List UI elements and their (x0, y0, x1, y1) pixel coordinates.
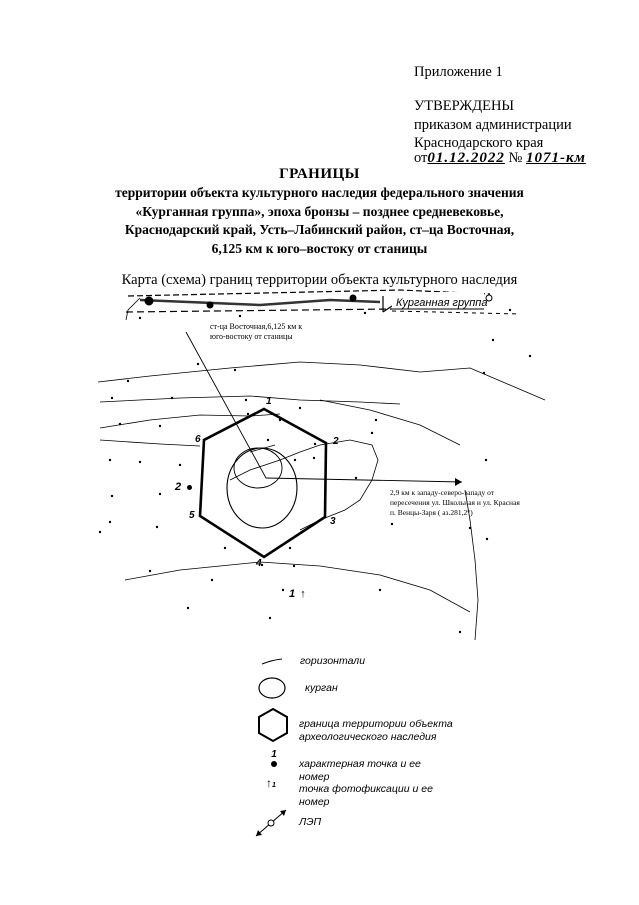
subtitle-line: территории объекта культурного наследия … (115, 185, 524, 200)
kurgan-icon (258, 677, 286, 699)
power-line-arrow-icon (280, 810, 286, 816)
point-label-5: 5 (189, 510, 195, 521)
legend-char-point-symbol: 1 (267, 749, 281, 767)
legend-boundary-line: граница территории объекта (299, 718, 453, 730)
legend-photo-point-symbol: ↑1 (266, 777, 276, 792)
legend-photo-point-line: точка фотофиксации и ее (299, 783, 433, 795)
group-band (125, 289, 521, 315)
point-label-4: 4 (256, 558, 262, 569)
order-line-2: Краснодарского края (414, 135, 544, 151)
order-line-1: приказом администрации (414, 117, 572, 133)
point-label-1: 1 (266, 396, 272, 407)
legend-photo-point-number: 1 (272, 782, 276, 789)
approved-label: УТВЕРЖДЕНЫ (414, 98, 515, 114)
point-label-3: 3 (330, 516, 336, 527)
boundary-hexagon (198, 407, 328, 559)
photo-point-arrow-icon: ↑ (300, 588, 306, 600)
document-subtitle: территории объекта культурного наследия … (0, 184, 639, 258)
point-label-2: 2 (333, 436, 339, 447)
elevation-marks (98, 308, 532, 634)
legend-char-point-line: номер (299, 771, 330, 783)
map-note-right-line: п. Венцы-Заря ( аз.281,2°) (390, 508, 473, 517)
legend-boundary-line: археологического наследия (299, 731, 437, 743)
map-note-top-line: юго-востоку от станицы (210, 332, 293, 341)
map-note-top: ст-ца Восточная,6,125 км к юго-востоку о… (210, 322, 302, 342)
legend-char-point-number: 1 (271, 749, 277, 760)
subtitle-line: Краснодарский край, Усть–Лабинский район… (124, 222, 515, 237)
char-point-dot-icon (187, 484, 193, 490)
order-date-line: от01.12.2022 № 1071-км (414, 150, 586, 167)
hexagon-icon (258, 707, 288, 743)
char-point-marker: 2 (175, 481, 193, 493)
contour-line-icon (261, 658, 283, 665)
subtitle-line: «Курганная группа», эпоха бронзы – поздн… (135, 203, 504, 219)
photo-point-number: 1 (289, 588, 296, 600)
legend-symbols (255, 658, 288, 837)
point-label-6: 6 (195, 434, 201, 445)
legend-photo-point-line: номер (299, 796, 330, 808)
char-point-dot-icon (271, 761, 277, 767)
power-line-arrow-icon-2 (256, 830, 262, 836)
map-note-right-line: 2,9 км к западу-северо-западу от (390, 488, 495, 497)
document-title: ГРАНИЦЫ (279, 166, 360, 182)
legend-photo-point: точка фотофиксации и ее номер (299, 783, 433, 809)
legend-power-line: ЛЭП (299, 816, 322, 828)
number-value: 1071-км (526, 150, 586, 166)
power-line-node-icon (267, 819, 275, 827)
subtitle-line: 6,125 км к юго–востоку от станицы (211, 240, 428, 256)
appendix-label: Приложение 1 (414, 64, 503, 80)
kurgan-outlines (226, 447, 298, 529)
group-label: Курганная группа (396, 297, 487, 309)
map-note-right: 2,9 км к западу-северо-западу от пересеч… (390, 488, 520, 518)
legend-kurgan: курган (305, 682, 338, 694)
contour-lines (97, 297, 546, 641)
photo-point-marker: 1 ↑ (289, 588, 306, 600)
pointer-arrowhead (455, 478, 462, 486)
legend-boundary: граница территории объекта археологическ… (299, 718, 453, 744)
map-title: Карта (схема) границ территории объекта … (121, 272, 518, 288)
number-prefix: № (508, 150, 523, 166)
legend-char-point-line: характерная точка и ее (299, 758, 421, 770)
photo-point-arrow-icon: ↑ (266, 776, 272, 790)
pointer-lines (185, 331, 463, 483)
legend-contours: горизонтали (300, 655, 366, 667)
legend-char-point: характерная точка и ее номер (299, 758, 421, 784)
map-note-right-line: пересечения ул. Школьная и ул. Красная (390, 498, 520, 507)
date-value: 01.12.2022 (427, 150, 505, 166)
char-point-number: 2 (175, 481, 182, 493)
map-note-top-line: ст-ца Восточная,6,125 км к (210, 322, 303, 331)
date-prefix: от (414, 150, 428, 166)
